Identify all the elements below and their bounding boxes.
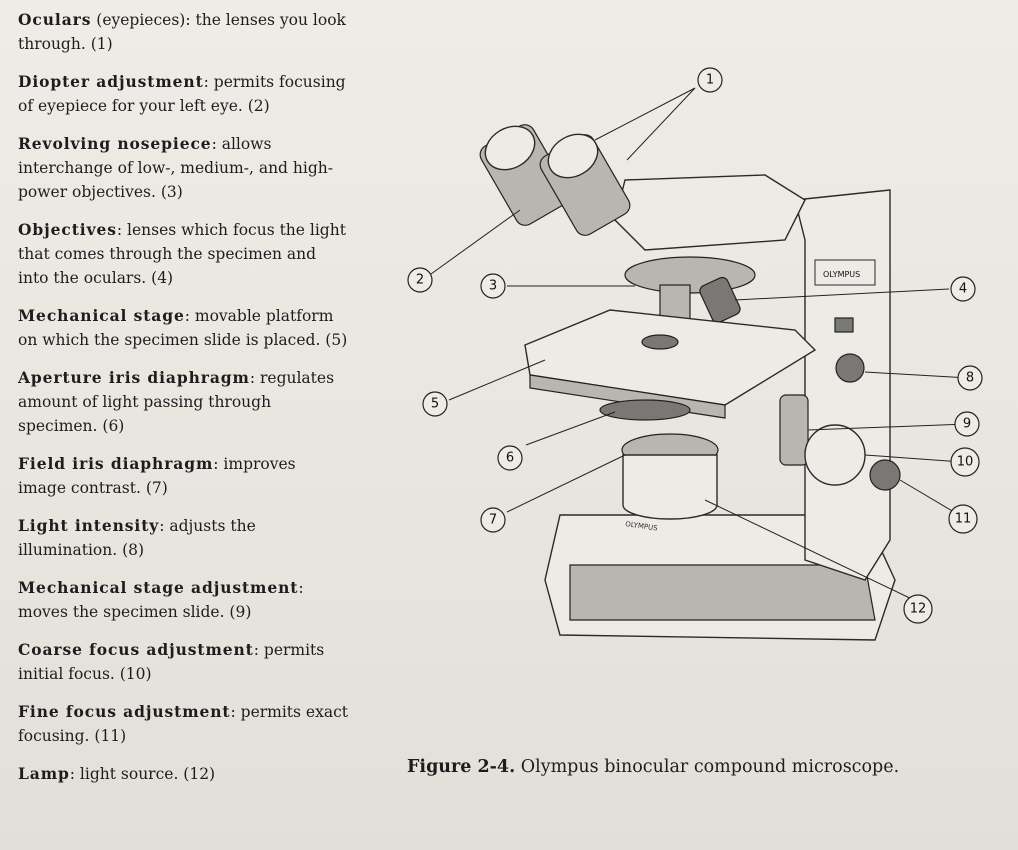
- legend-desc: : permits initial focus. (10): [18, 641, 325, 683]
- leader-line: [704, 499, 919, 603]
- leader-line: [807, 423, 968, 431]
- svg-text:11: 11: [955, 512, 972, 527]
- legend-item-aperture: Aperture iris diaphragm: regulates amoun…: [18, 366, 348, 438]
- leader-line: [899, 479, 960, 516]
- callout-2: 2: [407, 267, 433, 293]
- legend-item-stage-adjustment: Mechanical stage adjustment: moves the s…: [18, 576, 348, 624]
- microscope-illustration: OLYMPUS OLYMPUS: [407, 67, 983, 641]
- leader-line: [525, 411, 616, 446]
- callout-3: 3: [480, 273, 506, 299]
- legend-item-nosepiece: Revolving nosepiece: allows interchange …: [18, 132, 348, 204]
- lamp-housing: [622, 454, 718, 520]
- arm-brand-label: OLYMPUS: [823, 270, 860, 279]
- leader-line: [864, 454, 963, 463]
- legend-term: Oculars: [18, 10, 92, 29]
- callout-11: 11: [948, 504, 978, 534]
- legend-item-objectives: Objectives: lenses which focus the light…: [18, 218, 348, 290]
- svg-text:10: 10: [957, 455, 974, 470]
- coarse-focus-knob: [804, 424, 866, 486]
- power-switch: [834, 317, 854, 333]
- legend-term: Diopter adjustment: [18, 72, 204, 91]
- leader-line: [594, 87, 696, 141]
- leader-line: [448, 359, 546, 401]
- legend-term: Light intensity: [18, 516, 160, 535]
- legend-item-stage: Mechanical stage: movable platform on wh…: [18, 304, 348, 352]
- leader-line: [430, 209, 521, 275]
- arm-brand-plate: [814, 259, 876, 286]
- caption-text: Olympus binocular compound microscope.: [515, 757, 900, 777]
- legend-desc: : allows interchange of low-, medium-, a…: [18, 135, 333, 201]
- legend-desc: : regulates amount of light passing thro…: [18, 369, 335, 435]
- objective-lens: [699, 276, 741, 324]
- svg-text:8: 8: [966, 371, 974, 386]
- fine-focus-knob: [869, 459, 901, 491]
- svg-text:1: 1: [706, 73, 714, 88]
- callout-7: 7: [480, 507, 506, 533]
- legend-term: Aperture iris diaphragm: [18, 368, 250, 387]
- legend-desc: : light source. (12): [69, 765, 216, 783]
- svg-text:9: 9: [963, 417, 971, 432]
- svg-text:7: 7: [489, 513, 497, 528]
- legend-desc: : moves the specimen slide. (9): [18, 579, 304, 621]
- stage-adjustment-knob: [779, 394, 809, 466]
- legend-desc: : improves image contrast. (7): [18, 455, 296, 497]
- svg-text:5: 5: [431, 397, 439, 412]
- legend-desc: : lenses which focus the light that come…: [18, 221, 346, 287]
- legend-term: Lamp: [18, 764, 70, 783]
- legend-desc: : movable platform on which the specimen…: [18, 307, 348, 349]
- legend-desc: : permits exact focusing. (11): [18, 703, 348, 745]
- leader-line: [626, 87, 696, 161]
- callout-8: 8: [957, 365, 983, 391]
- right-ocular-lens: [547, 133, 599, 179]
- svg-text:6: 6: [506, 451, 514, 466]
- base-front-panel: [569, 564, 876, 621]
- legend-desc: : adjusts the illumination. (8): [18, 517, 256, 559]
- legend-item-light-intensity: Light intensity: adjusts the illuminatio…: [18, 514, 348, 562]
- leader-line: [506, 454, 626, 513]
- legend-term: Mechanical stage adjustment: [18, 578, 299, 597]
- legend-desc: (eyepieces): the lenses you look through…: [18, 11, 346, 53]
- parts-legend: Oculars (eyepieces): the lenses you look…: [18, 8, 348, 800]
- callout-5: 5: [422, 391, 448, 417]
- light-intensity-knob: [835, 353, 865, 383]
- callout-9: 9: [954, 411, 980, 437]
- leader-line: [734, 288, 950, 301]
- microscope-arm: [794, 189, 891, 581]
- stage-aperture: [641, 334, 679, 350]
- legend-desc: : permits focusing of eyepiece for your …: [18, 73, 346, 115]
- svg-text:4: 4: [959, 282, 967, 297]
- svg-text:12: 12: [910, 602, 927, 617]
- figure-caption: Figure 2-4. Olympus binocular compound m…: [407, 757, 1007, 777]
- legend-item-lamp: Lamp: light source. (12): [18, 762, 348, 786]
- callout-4: 4: [950, 276, 976, 302]
- legend-item-oculars: Oculars (eyepieces): the lenses you look…: [18, 8, 348, 56]
- left-ocular-lens: [484, 125, 536, 171]
- callout-12: 12: [903, 594, 933, 624]
- legend-item-field-iris: Field iris diaphragm: improves image con…: [18, 452, 348, 500]
- legend-item-coarse-focus: Coarse focus adjustment: permits initial…: [18, 638, 348, 686]
- callout-1: 1: [697, 67, 723, 93]
- legend-term: Mechanical stage: [18, 306, 185, 325]
- legend-term: Coarse focus adjustment: [18, 640, 254, 659]
- legend-term: Field iris diaphragm: [18, 454, 214, 473]
- leader-line: [864, 371, 970, 379]
- svg-text:2: 2: [416, 273, 424, 288]
- aperture-iris-diaphragm: [599, 399, 691, 421]
- legend-item-diopter: Diopter adjustment: permits focusing of …: [18, 70, 348, 118]
- legend-term: Fine focus adjustment: [18, 702, 231, 721]
- callout-10: 10: [950, 447, 980, 477]
- caption-label: Figure 2-4.: [407, 757, 516, 777]
- legend-term: Revolving nosepiece: [18, 134, 212, 153]
- svg-text:3: 3: [489, 279, 497, 294]
- legend-item-fine-focus: Fine focus adjustment: permits exact foc…: [18, 700, 348, 748]
- legend-term: Objectives: [18, 220, 117, 239]
- microscope-head: [614, 174, 806, 251]
- callout-6: 6: [497, 445, 523, 471]
